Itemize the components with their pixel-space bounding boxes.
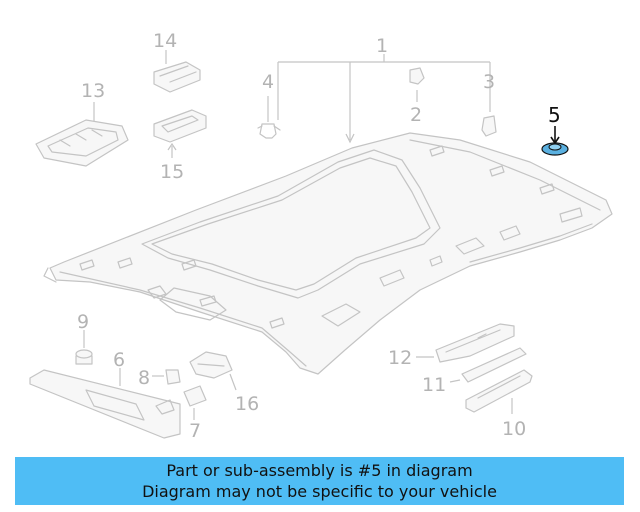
rail-part-10 [465,369,533,414]
callout-8: 8 [138,367,150,389]
clip-part-2 [409,67,425,102]
leader-1-arrowhead [345,133,355,144]
clip-part-8 [152,369,181,385]
holder-part-7 [183,385,207,420]
clip-part-4 [257,96,281,139]
callout-6: 6 [113,349,125,371]
callout-13: 13 [81,80,105,102]
clip-part-9 [75,330,93,365]
callout-11: 11 [422,374,446,396]
callout-14: 14 [153,30,177,52]
switch-part-14 [153,50,201,93]
callout-2: 2 [410,104,422,126]
callout-16: 16 [235,393,259,415]
bracket-part-12 [416,323,515,363]
bracket-part-11 [449,347,527,383]
callout-4: 4 [262,71,274,93]
callout-9: 9 [77,311,89,333]
clip-part-3 [481,115,497,137]
notice-part-line: Part or sub-assembly is #5 in diagram [166,461,473,480]
callout-10: 10 [502,418,526,440]
diagram-notice-banner: Part or sub-assembly is #5 in diagram Di… [15,457,624,505]
callout-7: 7 [189,420,201,442]
callout-1: 1 [376,35,388,57]
callout-5: 5 [548,103,561,127]
dome-lamp-part-13 [35,102,129,167]
parts-diagram: 1 2 3 4 5 6 7 8 9 10 11 12 13 14 15 16 [29,30,613,442]
callout-15: 15 [160,161,184,183]
sun-visor-part-6 [29,368,181,439]
callout-12: 12 [388,347,412,369]
callout-3: 3 [483,71,495,93]
grab-handle-part-16 [189,351,237,391]
headliner-panel [43,132,613,375]
notice-disclaimer-line: Diagram may not be specific to your vehi… [142,482,497,501]
lamp-lens-part-15 [153,109,207,158]
leader-1 [277,54,491,140]
grommet-part-5 [541,126,569,156]
